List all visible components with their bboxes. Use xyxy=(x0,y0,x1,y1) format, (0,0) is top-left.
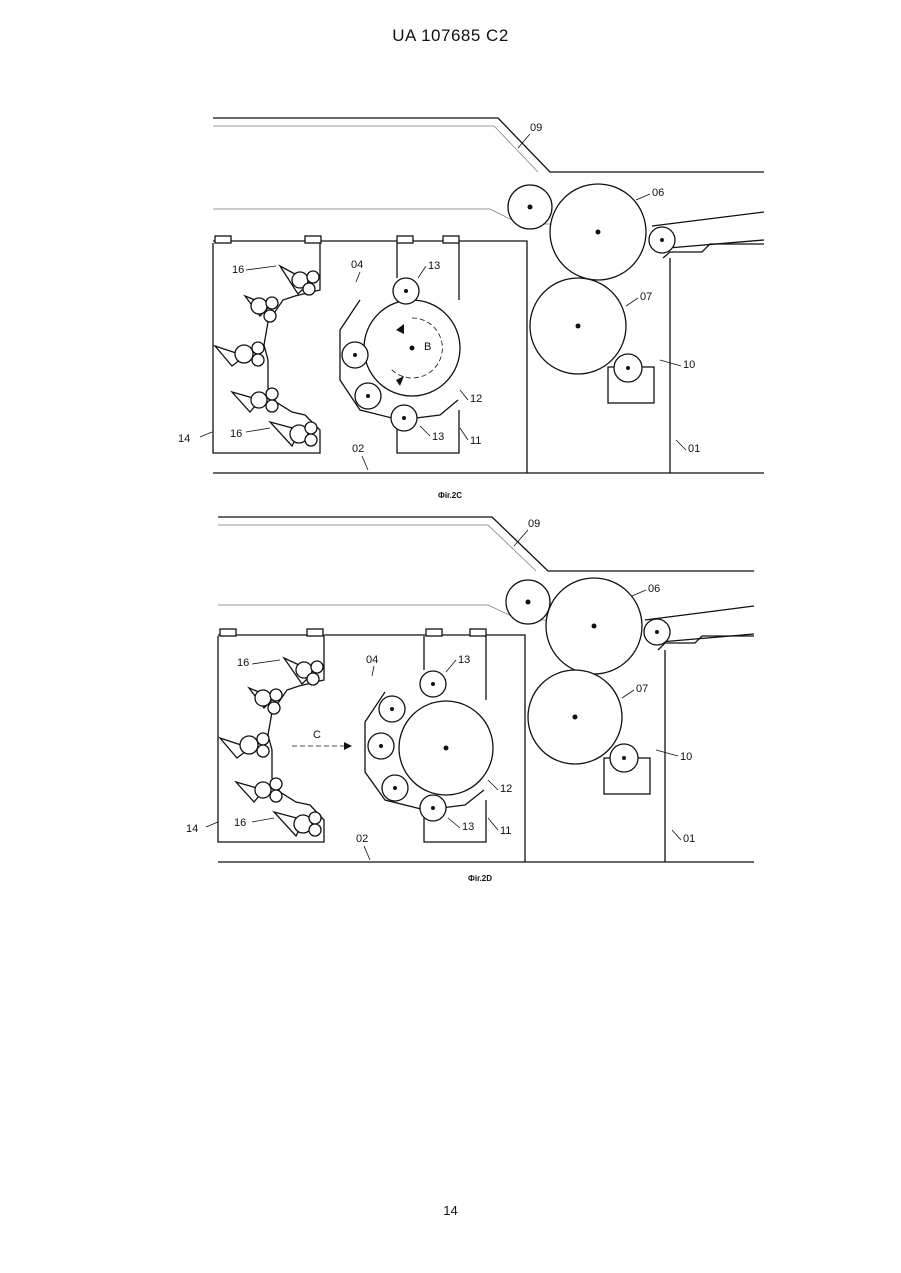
label-10: 10 xyxy=(680,751,692,763)
label-16: 16 xyxy=(237,657,249,669)
figure-caption-2d: Фіг.2D xyxy=(468,874,492,883)
label-01: 01 xyxy=(688,443,700,455)
label-07: 07 xyxy=(640,291,652,303)
label-13: 13 xyxy=(428,260,440,272)
label-12: 12 xyxy=(500,783,512,795)
figure-2c: 09 06 07 10 01 04 02 13 13 12 11 14 16 1… xyxy=(178,118,764,500)
label-14: 14 xyxy=(178,433,190,445)
label-06: 06 xyxy=(652,187,664,199)
label-02: 02 xyxy=(356,833,368,845)
web-lower-thin xyxy=(218,605,548,620)
clamp-block xyxy=(470,629,486,636)
clamp-block xyxy=(426,629,442,636)
web-lower-thin xyxy=(213,209,555,224)
label-12: 12 xyxy=(470,393,482,405)
figure-caption-2c: Фіг.2С xyxy=(438,491,462,500)
label-01: 01 xyxy=(683,833,695,845)
label-16: 16 xyxy=(232,264,244,276)
clamp-block xyxy=(307,629,323,636)
label-14: 14 xyxy=(186,823,198,835)
label-11: 11 xyxy=(500,825,511,837)
label-motion-c: C xyxy=(313,729,321,741)
label-motion-b: B xyxy=(424,341,431,353)
label-02: 02 xyxy=(352,443,364,455)
label-10: 10 xyxy=(683,359,695,371)
label-06: 06 xyxy=(648,583,660,595)
label-04: 04 xyxy=(366,654,378,666)
clamp-block xyxy=(305,236,321,243)
label-07: 07 xyxy=(636,683,648,695)
clamp-block xyxy=(215,236,231,243)
outlet-line-upper xyxy=(652,212,764,226)
label-13: 13 xyxy=(458,654,470,666)
clamp-block xyxy=(220,629,236,636)
web-upper-thin xyxy=(213,126,538,172)
label-16: 16 xyxy=(234,817,246,829)
label-13: 13 xyxy=(432,431,444,443)
label-09: 09 xyxy=(530,122,542,134)
label-13: 13 xyxy=(462,821,474,833)
label-09: 09 xyxy=(528,518,540,530)
right-frame-top xyxy=(663,244,764,258)
page-number: 14 xyxy=(0,1203,901,1218)
figure-2d: 09 06 07 10 01 04 02 13 13 12 11 14 16 1… xyxy=(186,517,754,883)
clamp-block xyxy=(443,236,459,243)
label-16: 16 xyxy=(230,428,242,440)
outlet-line-upper xyxy=(645,606,754,620)
web-upper-thin xyxy=(218,525,536,571)
label-11: 11 xyxy=(470,435,481,447)
label-04: 04 xyxy=(351,259,363,271)
clamp-block xyxy=(397,236,413,243)
outlet-line-lower xyxy=(660,634,754,642)
